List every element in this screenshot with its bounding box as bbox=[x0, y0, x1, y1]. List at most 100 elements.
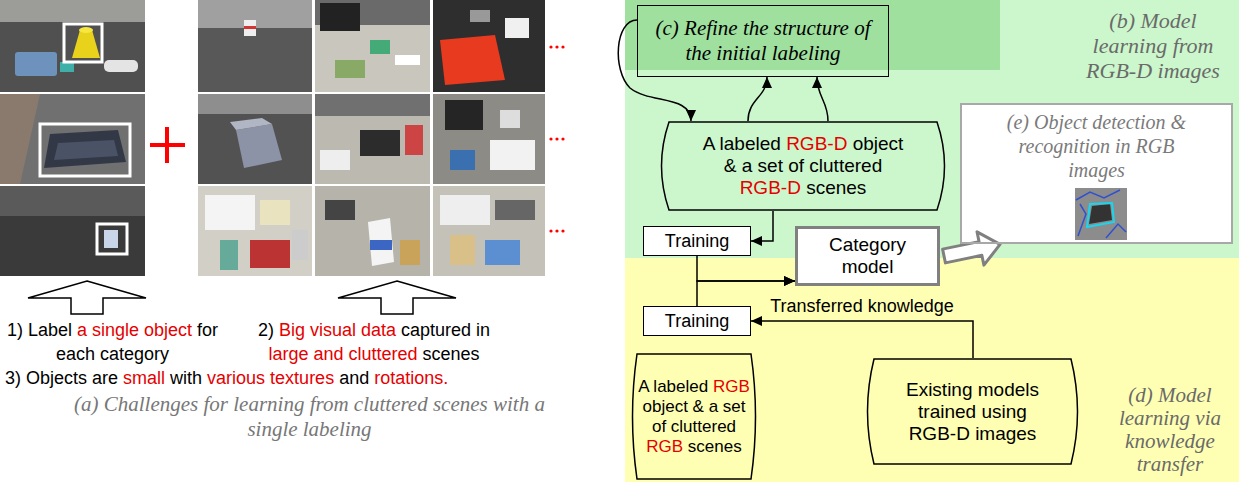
scene-photo-part bbox=[244, 26, 256, 29]
labeled-photo-part bbox=[0, 94, 145, 184]
challenge-note: 1) Label a single object for each catego… bbox=[5, 318, 220, 366]
arrowhead bbox=[686, 110, 696, 121]
scene-photo-part bbox=[205, 195, 255, 230]
labeled-photo-part bbox=[44, 130, 126, 168]
labeled-photo-part bbox=[97, 224, 127, 254]
cylinder-label: Existing models trained using RGB-D imag… bbox=[898, 379, 1048, 445]
ellipsis-dots-part bbox=[555, 45, 558, 48]
detection-thumbnail bbox=[1075, 188, 1127, 240]
labeled-photo-part bbox=[72, 30, 100, 58]
process-box: Training bbox=[643, 226, 751, 256]
highlight-word: a single object bbox=[77, 320, 192, 340]
output-title: (e) Object detection & recognition in RG… bbox=[1004, 110, 1189, 182]
label-holder: 2) Big visual data captured in large and… bbox=[243, 318, 505, 366]
challenge-note: 3) Objects are small with various textur… bbox=[5, 366, 448, 390]
scene-photo-part bbox=[395, 55, 420, 65]
scene-photo-part bbox=[198, 94, 312, 184]
highlight-word: RGB bbox=[713, 377, 750, 396]
cylinder-label: A labeled RGB object & a set of cluttere… bbox=[636, 377, 752, 457]
output-box: (e) Object detection & recognition in RG… bbox=[960, 103, 1233, 244]
connector bbox=[748, 77, 772, 121]
panel-caption-holder: (d) Model learning via knowledge transfe… bbox=[1106, 384, 1234, 476]
labeled-photo-part bbox=[54, 140, 118, 160]
arrowhead bbox=[751, 316, 762, 326]
scene-photo-part bbox=[490, 140, 535, 170]
detection-thumbnail-part bbox=[1106, 224, 1126, 238]
scene-photo-part bbox=[505, 18, 529, 38]
ellipsis-dots-part bbox=[549, 229, 552, 232]
plus-sign-part bbox=[165, 127, 169, 163]
scene-photo-part bbox=[450, 150, 475, 170]
plus-sign bbox=[150, 127, 185, 163]
label-holder: 3) Objects are small with various textur… bbox=[5, 366, 448, 390]
highlight-word: Big visual data bbox=[279, 320, 396, 340]
scene-photo-part bbox=[325, 200, 355, 220]
labeled-photo-part bbox=[104, 230, 118, 248]
panel-caption: (b) Model learning from RGB-D images bbox=[1078, 8, 1228, 83]
labeled-photo-part bbox=[0, 0, 145, 92]
connector bbox=[943, 232, 1000, 265]
scene-photo-part bbox=[368, 218, 394, 266]
ellipsis-dots-part bbox=[561, 229, 564, 232]
ellipsis-dots-part bbox=[561, 137, 564, 140]
scene-photo-part bbox=[433, 94, 545, 184]
highlight-word: RGB-D bbox=[786, 133, 847, 154]
arrowhead bbox=[784, 276, 795, 286]
scene-photo-part bbox=[198, 94, 312, 114]
scene-photo bbox=[198, 0, 545, 276]
process-box: (c) Refine the structure of the initial … bbox=[637, 5, 889, 77]
ellipsis-dots-part bbox=[555, 229, 558, 232]
highlight-word: large and cluttered bbox=[268, 344, 417, 364]
box-label: Category model bbox=[805, 234, 930, 278]
scene-photo-part bbox=[320, 150, 350, 170]
scene-photo-part bbox=[370, 40, 390, 54]
model-box: Category model bbox=[795, 226, 940, 286]
label-holder: (a) Challenges for learning from clutter… bbox=[72, 392, 547, 442]
scene-photo-part bbox=[360, 130, 400, 156]
panel-fill-part bbox=[625, 0, 1000, 70]
scene-photo-part bbox=[485, 240, 520, 265]
scene-photo-part bbox=[315, 94, 430, 116]
scene-photo-part bbox=[440, 195, 490, 225]
panel-region: (b) Model learning from RGB-D images (c) … bbox=[625, 0, 1239, 258]
detection-thumbnail-part bbox=[1087, 203, 1114, 227]
highlight-word: RGB bbox=[646, 437, 683, 456]
highlight-word: various textures bbox=[207, 368, 334, 388]
subfigure-caption: (a) Challenges for learning from clutter… bbox=[72, 392, 547, 442]
cylinder-label: A labeled RGB-D object & a set of clutte… bbox=[698, 133, 908, 199]
scene-photo-part bbox=[470, 10, 490, 22]
challenge-note: 2) Big visual data captured in large and… bbox=[243, 318, 505, 366]
arrowhead bbox=[751, 236, 762, 246]
connector bbox=[812, 77, 828, 121]
labeled-photo-part bbox=[0, 186, 145, 276]
scene-photo-part bbox=[315, 0, 430, 92]
detection-thumbnail-part bbox=[1089, 204, 1112, 224]
panel-fill-part bbox=[625, 0, 1239, 258]
block-arrow bbox=[943, 232, 1000, 265]
scene-photo-part bbox=[495, 200, 535, 220]
scene-photo-part bbox=[260, 200, 290, 225]
highlight-word: small bbox=[123, 368, 165, 388]
data-cylinder: A labeled RGB-D object & a set of clutte… bbox=[653, 121, 953, 211]
panel-region: (d) Model learning via knowledge transfe… bbox=[625, 258, 1239, 482]
scene-photo-part bbox=[220, 240, 238, 270]
connector bbox=[751, 211, 773, 246]
panel-fill-part bbox=[960, 103, 1233, 244]
scene-photo-part bbox=[450, 235, 475, 265]
labeled-photo bbox=[0, 0, 145, 276]
scene-photo-part bbox=[320, 3, 360, 31]
scene-photo-part bbox=[292, 230, 308, 260]
cylinder-outline-path bbox=[662, 122, 945, 210]
edge-label: Transferred knowledge bbox=[767, 295, 956, 317]
box-title: (c) Refine the structure of the initial … bbox=[656, 16, 871, 66]
label-holder: 1) Label a single object for each catego… bbox=[5, 318, 220, 366]
scene-photo-part bbox=[244, 20, 256, 36]
scene-photo-part bbox=[433, 0, 545, 92]
connector bbox=[751, 316, 973, 358]
data-cylinder: Existing models trained using RGB-D imag… bbox=[860, 358, 1085, 465]
scene-photo-part bbox=[433, 186, 545, 276]
ellipsis-dots-part bbox=[561, 45, 564, 48]
scene-photo-part bbox=[405, 125, 423, 155]
ellipsis-dots bbox=[549, 45, 564, 232]
